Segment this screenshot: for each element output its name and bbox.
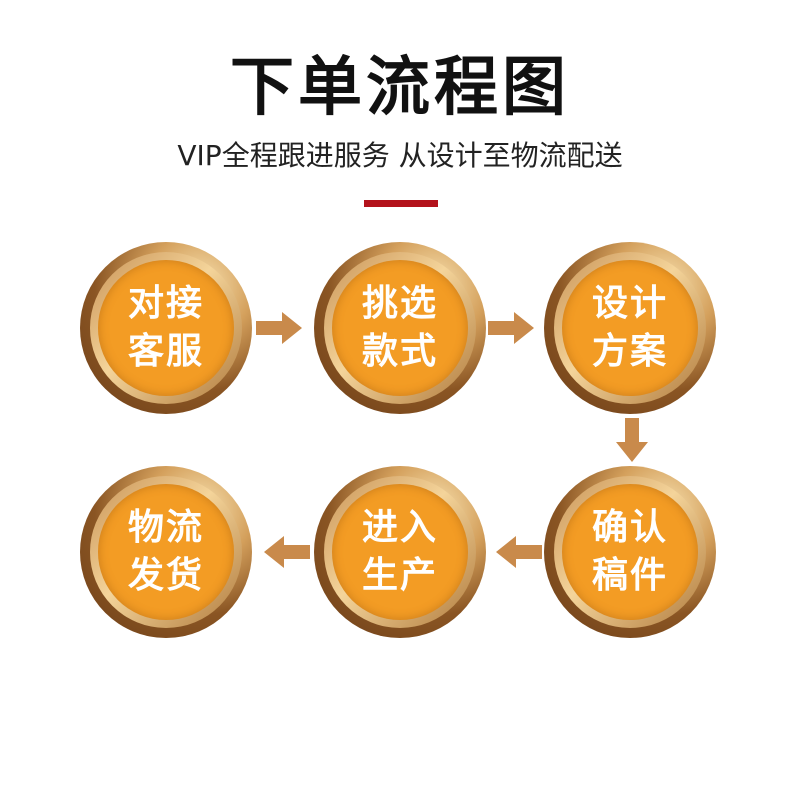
step-confirm-draft: 确认 稿件 [544, 466, 716, 638]
step-label-line2: 发货 [127, 555, 204, 596]
step-circle [98, 484, 234, 620]
accent-divider [364, 200, 438, 207]
step-label-line2: 方案 [591, 331, 668, 372]
step-label-line1: 挑选 [361, 283, 438, 324]
step-circle [332, 484, 468, 620]
page-subtitle: VIP全程跟进服务 从设计至物流配送 [177, 139, 623, 172]
step-label-line1: 对接 [127, 283, 204, 324]
step-enter-production: 进入 生产 [314, 466, 486, 638]
step-design-plan: 设计 方案 [544, 242, 716, 414]
step-choose-style: 挑选 款式 [314, 242, 486, 414]
step-label-line2: 客服 [127, 331, 204, 372]
arrow-down-icon [616, 418, 648, 462]
arrow-right-icon [256, 312, 302, 344]
step-label-line2: 生产 [361, 555, 438, 596]
step-label-line1: 进入 [361, 507, 438, 548]
arrow-right-icon [488, 312, 534, 344]
step-label-line1: 确认 [591, 507, 668, 548]
step-circle [562, 260, 698, 396]
page-title: 下单流程图 [230, 51, 570, 125]
step-circle [98, 260, 234, 396]
step-logistics-shipping: 物流 发货 [80, 466, 252, 638]
step-circle [562, 484, 698, 620]
step-label-line1: 设计 [591, 283, 668, 324]
step-contact-service: 对接 客服 [80, 242, 252, 414]
step-label-line2: 款式 [361, 331, 438, 372]
step-circle [332, 260, 468, 396]
arrow-left-icon [264, 536, 310, 568]
arrow-left-icon [496, 536, 542, 568]
step-label-line1: 物流 [127, 507, 204, 548]
step-label-line2: 稿件 [591, 555, 668, 596]
